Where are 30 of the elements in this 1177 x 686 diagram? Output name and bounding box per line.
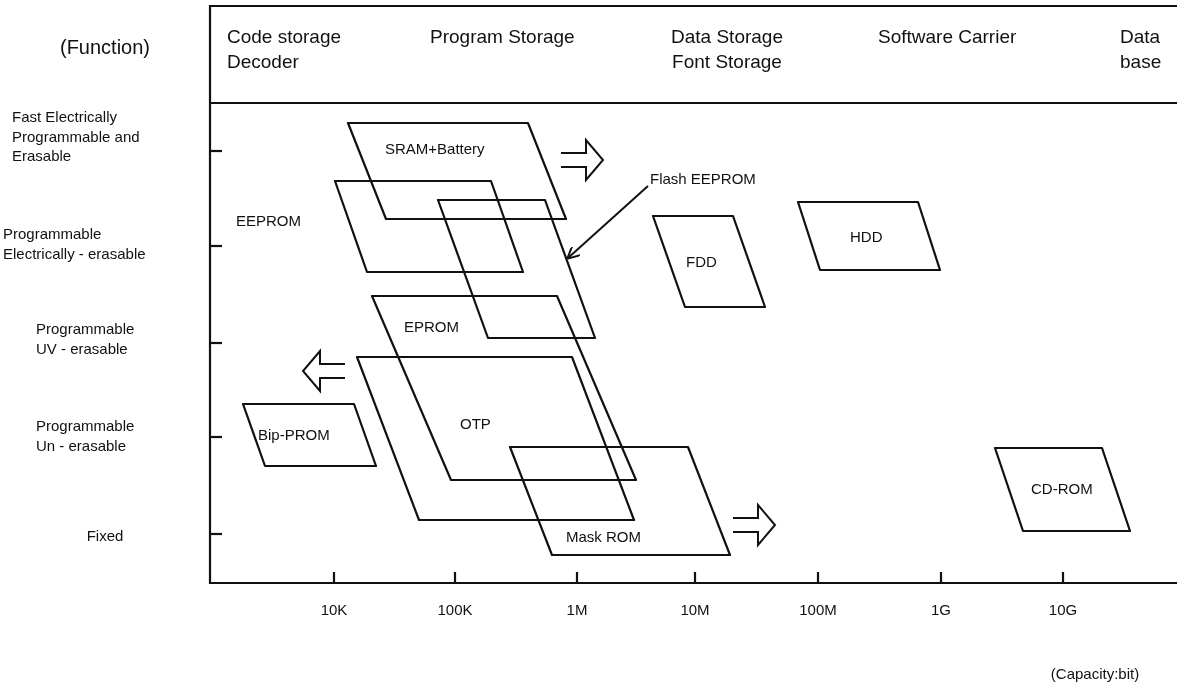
axis-tick-label: 100K [436,600,474,620]
region-label: CD-ROM [1031,480,1093,498]
axis-title: (Function) [59,35,151,60]
column-heading: Program Storage [430,25,576,49]
axis-tick-label: 10M [679,600,711,620]
region-label: Mask ROM [566,528,641,546]
axis-tick-label: 1G [930,600,952,620]
region-label: HDD [850,228,883,246]
row-label: Fast Electrically Programmable and Erasable [12,107,141,166]
column-heading: Data base [1120,25,1163,74]
row-label: Programmable UV - erasable [36,319,136,358]
arrow [566,185,649,260]
region-label: EPROM [404,318,459,336]
region-label: SRAM+Battery [385,140,485,158]
region-label: Bip-PROM [258,426,330,444]
row-label: Programmable Un - erasable [36,416,136,455]
region-label: EEPROM [236,212,301,230]
column-heading: Code storage Decoder [227,25,343,74]
region-label: FDD [686,253,717,271]
axis-title: (Capacity:bit) [1049,664,1141,684]
axis-tick-label: 1M [565,600,589,620]
column-heading: Software Carrier [878,25,1018,49]
row-label: Programmable Electrically - erasable [3,224,147,263]
region-label: OTP [460,415,491,433]
column-heading: Data Storage Font Storage [670,25,784,74]
callout-label: Flash EEPROM [650,170,756,188]
axis-tick-label: 10G [1047,600,1079,620]
axis-tick-label: 10K [319,600,349,620]
row-label: Fixed [85,526,125,546]
axis-tick-label: 100M [798,600,838,620]
